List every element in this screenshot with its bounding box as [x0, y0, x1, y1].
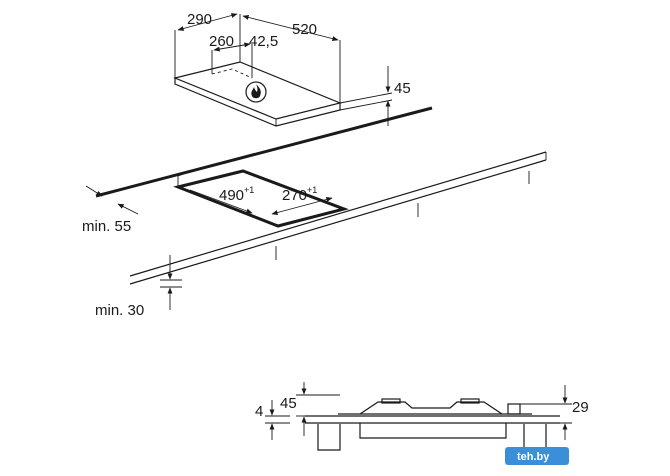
dim-line-290: [177, 13, 238, 31]
worktop: [95, 106, 547, 285]
min-30-dimension: [160, 255, 182, 310]
dim-line-490: [189, 189, 253, 214]
burner-ring: [245, 81, 267, 103]
side-cabinet-right: [523, 424, 547, 451]
dim-29-label: 29: [572, 399, 589, 416]
dim-270-label: 270+1: [282, 185, 317, 204]
dim-arrow-55: [117, 203, 139, 215]
flame-icon: [251, 84, 261, 99]
dim-line-520: [242, 14, 339, 42]
min-55-dimension: [85, 185, 139, 215]
side-pan-support: [359, 401, 503, 415]
worktop-front-edge-lower: [129, 159, 547, 285]
watermark: teh.by: [505, 447, 569, 465]
dim-line-260: [213, 42, 251, 52]
worktop-front-edge: [129, 151, 547, 277]
watermark-badge: [505, 447, 569, 465]
side-cabinet-left: [317, 424, 341, 451]
side-burner-cap-2: [460, 398, 480, 404]
dim-42-5-label: 42,5: [249, 33, 278, 50]
cutout: [173, 169, 349, 228]
hob-dashed-ref: [211, 68, 253, 79]
dim-45-label: 45: [394, 80, 411, 97]
dim-490-label: 490+1: [219, 185, 254, 204]
cutout-opening: [173, 169, 349, 228]
dim-520-label: 520: [292, 21, 317, 38]
side-knob: [507, 403, 521, 415]
dim-min-55-label: min. 55: [82, 218, 131, 235]
side-burner-cap-1: [381, 398, 401, 404]
side-body: [359, 423, 507, 439]
dim-290-label: 290: [187, 11, 212, 28]
side-section: [265, 382, 572, 451]
dim-260-label: 260: [209, 33, 234, 50]
top-dimensions: [174, 13, 393, 126]
worktop-back-edge: [95, 106, 433, 198]
dim-min-30-label: min. 30: [95, 302, 144, 319]
dim-45-side-label: 45: [280, 395, 297, 412]
watermark-text: teh.by: [517, 451, 550, 463]
dim-4-label: 4: [255, 403, 263, 420]
hob-unit: [173, 61, 342, 127]
dim-line-270: [271, 197, 333, 215]
arrow-icon: [85, 185, 103, 197]
